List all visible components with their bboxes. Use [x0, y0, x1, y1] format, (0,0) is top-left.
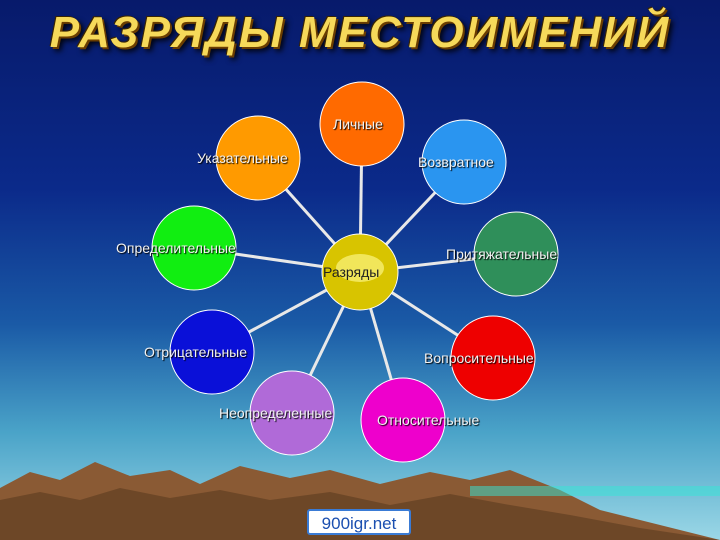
category-circle-3 [450, 315, 536, 401]
category-circle-1 [421, 119, 507, 205]
category-label-7: Определительные [116, 240, 236, 256]
category-label-2: Притяжательные [446, 246, 558, 262]
category-label-8: Указательные [197, 150, 288, 166]
category-label-1: Возвратное [418, 154, 494, 170]
category-label-4: Относительные [377, 412, 480, 428]
watermark-link[interactable]: 900igr.net [307, 509, 411, 535]
category-circle-0 [319, 81, 405, 167]
category-circle-7 [151, 205, 237, 291]
category-label-5: Неопределенные [219, 405, 333, 421]
category-label-6: Отрицательные [144, 344, 248, 360]
center-label: Разряды [323, 264, 380, 280]
category-circle-4 [360, 377, 446, 463]
horizon-glow [470, 486, 720, 496]
category-circle-5 [249, 370, 335, 456]
category-circle-2 [473, 211, 559, 297]
category-label-3: Вопросительные [424, 350, 534, 366]
slide-title: РАЗРЯДЫ МЕСТОИМЕНИЙ [49, 8, 671, 57]
category-circle-8 [215, 115, 301, 201]
category-circle-6 [169, 309, 255, 395]
center-highlight [336, 254, 384, 282]
category-label-0: Личные [333, 116, 383, 132]
